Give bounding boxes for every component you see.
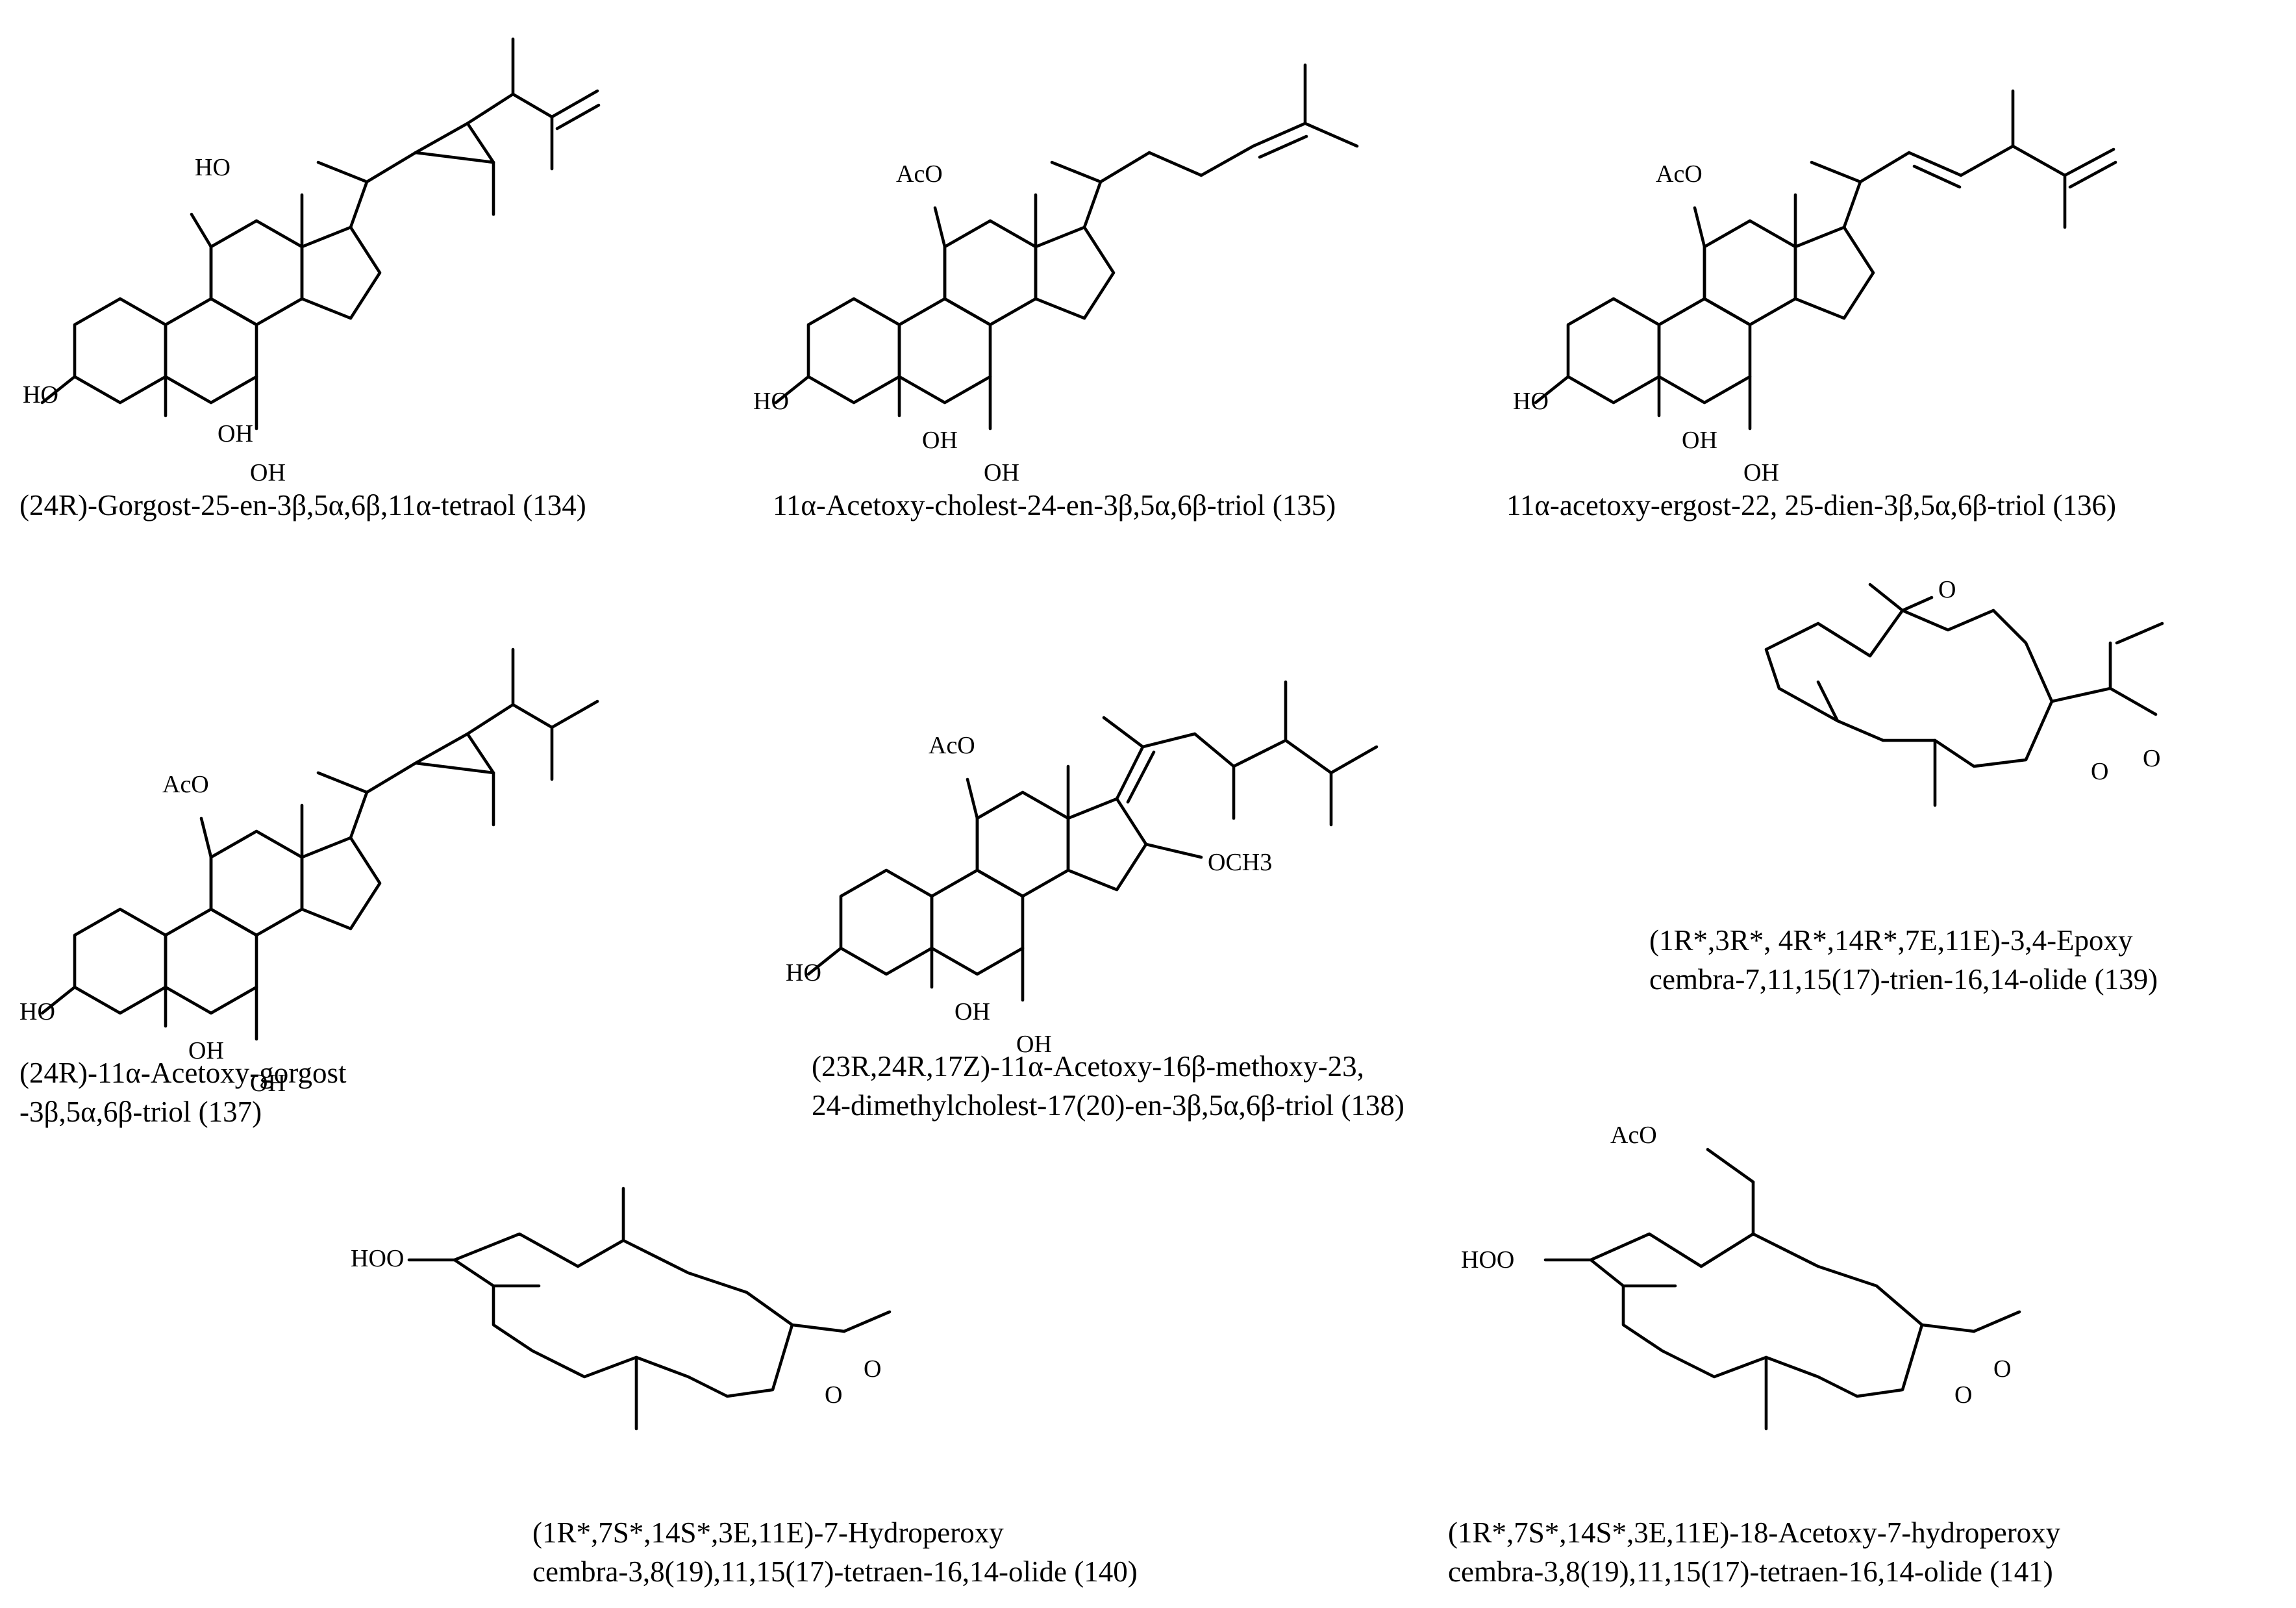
caption-134: (24R)-Gorgost-25-en-3β,5α,6β,11α-tetraol…	[19, 486, 586, 525]
atom-label: OH	[250, 1070, 286, 1097]
caption-140: (1R*,7S*,14S*,3E,11E)-7-Hydroperoxy cemb…	[532, 1513, 1138, 1591]
atom-label: HO	[23, 381, 58, 408]
atom-label: O	[2091, 758, 2108, 785]
atom-label: HOO	[351, 1245, 404, 1272]
caption-line: (23R,24R,17Z)-11α-Acetoxy-16β-methoxy-23…	[812, 1050, 1364, 1083]
atom-label: HO	[753, 388, 789, 415]
atom-label: O	[825, 1381, 842, 1409]
atom-label: O	[1938, 576, 1956, 603]
caption-line: (24R)-11α-Acetoxy-gorgost	[19, 1057, 347, 1089]
caption-line: -3β,5α,6β-triol (137)	[19, 1096, 262, 1128]
caption-line: cembra-7,11,15(17)-trien-16,14-olide (13…	[1649, 963, 2158, 996]
atom-label: HO	[786, 959, 821, 986]
caption-line: 24-dimethylcholest-17(20)-en-3β,5α,6β-tr…	[812, 1089, 1404, 1122]
caption-line: cembra-3,8(19),11,15(17)-tetraen-16,14-o…	[1448, 1555, 2053, 1588]
caption-line: (24R)-Gorgost-25-en-3β,5α,6β,11α-tetraol…	[19, 489, 586, 521]
structure-140: HOO O O	[351, 1187, 892, 1431]
atom-label: O	[1993, 1355, 2011, 1383]
caption-136: 11α-acetoxy-ergost-22, 25-dien-3β,5α,6β-…	[1506, 486, 2116, 525]
atom-label: OH	[922, 427, 958, 454]
atom-label: OH	[1682, 427, 1717, 454]
caption-line: (1R*,7S*,14S*,3E,11E)-18-Acetoxy-7-hydro…	[1448, 1516, 2061, 1549]
structure-135: AcO HO OH OH	[753, 63, 1359, 486]
atom-label: AcO	[1656, 160, 1703, 188]
caption-141: (1R*,7S*,14S*,3E,11E)-18-Acetoxy-7-hydro…	[1448, 1513, 2060, 1591]
atom-label: OH	[250, 459, 286, 486]
atom-label: O	[2143, 745, 2160, 772]
atom-label: AcO	[896, 160, 943, 188]
atom-label: OH	[1016, 1031, 1052, 1058]
atom-label: HO	[19, 998, 55, 1025]
atom-label: OCH3	[1208, 849, 1272, 876]
atom-label: HOO	[1461, 1246, 1514, 1274]
structure-136: AcO HO OH OH	[1513, 89, 2117, 486]
caption-139: (1R*,3R*, 4R*,14R*,7E,11E)-3,4-Epoxy cem…	[1649, 921, 2158, 999]
atom-label: AcO	[1610, 1122, 1657, 1149]
caption-line: (1R*,7S*,14S*,3E,11E)-7-Hydroperoxy	[532, 1516, 1004, 1549]
structure-137: AcO HO OH OH	[19, 647, 599, 1097]
atom-label: AcO	[929, 732, 975, 759]
caption-137: (24R)-11α-Acetoxy-gorgost -3β,5α,6β-trio…	[19, 1053, 346, 1131]
atom-label: OH	[218, 420, 253, 447]
caption-135: 11α-Acetoxy-cholest-24-en-3β,5α,6β-triol…	[773, 486, 1336, 525]
caption-line: cembra-3,8(19),11,15(17)-tetraen-16,14-o…	[532, 1555, 1138, 1588]
atom-label: OH	[1743, 459, 1779, 486]
structure-134: HO HO OH OH	[23, 37, 601, 486]
atom-label: OH	[188, 1037, 224, 1064]
atom-label: AcO	[162, 771, 209, 798]
structure-138: OCH3 AcO HO OH OH	[786, 680, 1379, 1058]
atom-label: HO	[1513, 388, 1549, 415]
atom-label: O	[1954, 1381, 1972, 1409]
structure-139: O O O	[1764, 576, 2164, 807]
atom-label: HO	[195, 154, 231, 181]
structure-141: HOO AcO O O	[1461, 1122, 2021, 1431]
atom-label: O	[864, 1355, 881, 1383]
atom-label: OH	[955, 998, 990, 1025]
caption-138: (23R,24R,17Z)-11α-Acetoxy-16β-methoxy-23…	[812, 1047, 1404, 1125]
caption-line: (1R*,3R*, 4R*,14R*,7E,11E)-3,4-Epoxy	[1649, 924, 2133, 957]
caption-line: 11α-Acetoxy-cholest-24-en-3β,5α,6β-triol…	[773, 489, 1336, 521]
atom-label: OH	[984, 459, 1019, 486]
caption-line: 11α-acetoxy-ergost-22, 25-dien-3β,5α,6β-…	[1506, 489, 2116, 521]
